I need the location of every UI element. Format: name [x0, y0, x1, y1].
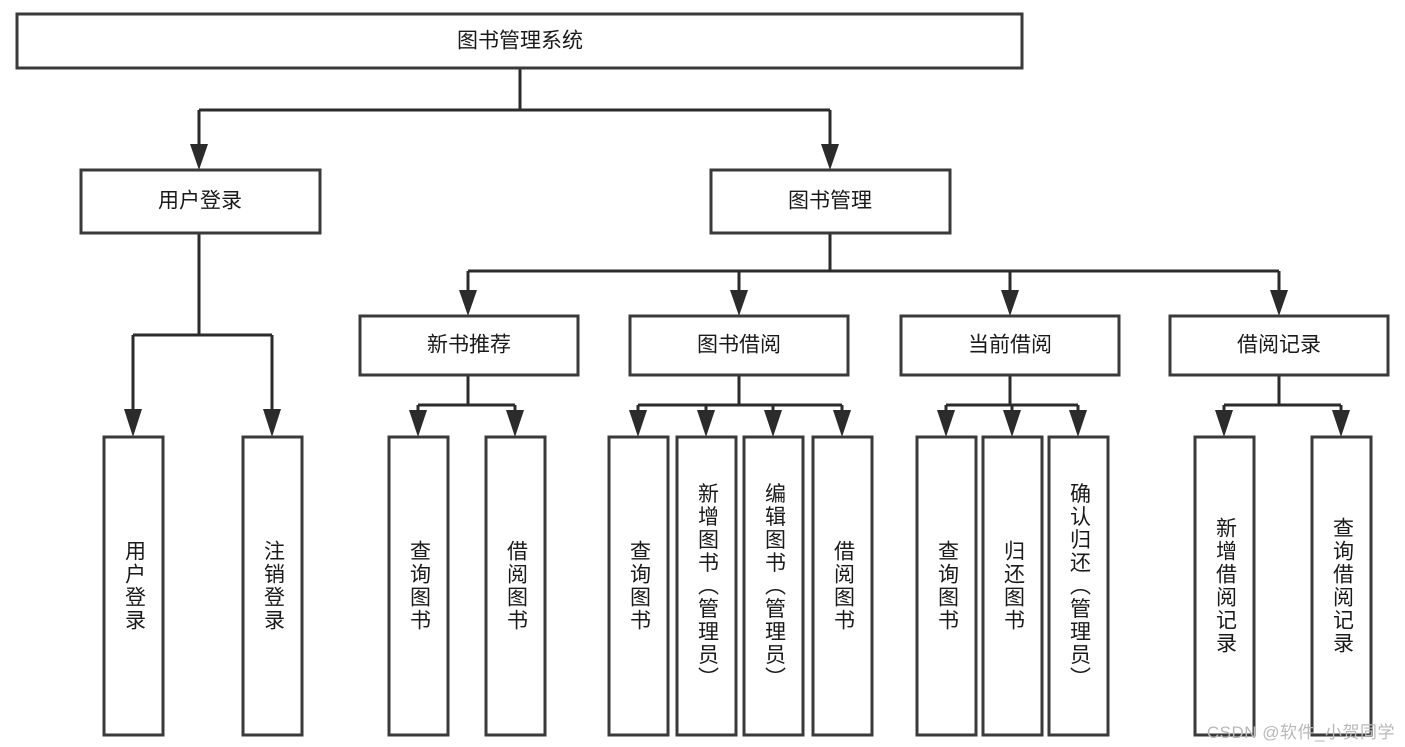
leaf-user-login-2-label: 注销登录 — [262, 540, 286, 632]
leaf-borrow-record-2-box[interactable] — [1310, 435, 1373, 737]
arrowhead-level3-4 — [1270, 290, 1288, 316]
leaf-borrow-record-2-label: 查询借阅记录 — [1331, 517, 1355, 655]
leaf-borrow-record-1-label: 新增借阅记录 — [1214, 517, 1238, 655]
arrowhead-userlogin-leaf-1 — [124, 409, 142, 437]
leaf-user-login-1[interactable]: 用户登录 — [102, 435, 165, 737]
leaf-user-login-1-label: 用户登录 — [123, 540, 147, 632]
node-current-borrow-box[interactable] — [899, 314, 1121, 377]
leaf-new-book-2-box[interactable] — [484, 435, 547, 737]
node-root[interactable]: 图书管理系统 — [15, 12, 1024, 70]
leaf-new-book-1[interactable]: 查询图书 — [387, 435, 450, 737]
node-new-book-recommend-label: 新书推荐 — [427, 334, 511, 357]
arrowhead-newbook-leaf-2 — [506, 410, 524, 437]
leaf-book-borrow-2-box[interactable] — [675, 435, 738, 737]
arrowhead-record-leaf-1 — [1215, 410, 1233, 437]
leaf-new-book-1-box[interactable] — [387, 435, 450, 737]
leaf-book-borrow-2-label: 新增图书（管理员） — [696, 483, 720, 690]
leaf-book-borrow-4[interactable]: 借阅图书 — [811, 435, 874, 737]
node-book-borrow-label: 图书借阅 — [697, 334, 781, 357]
leaf-book-borrow-4-box[interactable] — [811, 435, 874, 737]
arrowhead-borrow-leaf-3 — [764, 410, 782, 437]
leaf-user-login-2[interactable]: 注销登录 — [241, 435, 304, 737]
node-book-management-label: 图书管理 — [788, 190, 872, 213]
leaf-current-borrow-3-label: 确认归还（管理员） — [1068, 483, 1092, 690]
leaf-book-borrow-1-box[interactable] — [607, 435, 670, 737]
arrowhead-user-login — [190, 144, 208, 170]
leaf-book-borrow-3-label: 编辑图书（管理员） — [763, 483, 787, 690]
leaf-user-login-1-box[interactable] — [102, 435, 165, 737]
leaf-book-borrow-3[interactable]: 编辑图书（管理员） — [742, 435, 805, 737]
arrowhead-borrow-leaf-4 — [833, 410, 851, 437]
arrowhead-level3-1 — [459, 290, 477, 316]
arrowhead-borrow-leaf-2 — [697, 410, 715, 437]
node-new-book-recommend-box[interactable] — [358, 314, 580, 377]
node-current-borrow[interactable]: 当前借阅 — [899, 314, 1121, 377]
arrowhead-newbook-leaf-1 — [409, 410, 427, 437]
leaf-new-book-1-label: 查询图书 — [408, 540, 432, 632]
node-new-book-recommend[interactable]: 新书推荐 — [358, 314, 580, 377]
node-borrow-record-box[interactable] — [1168, 314, 1390, 377]
node-root-label: 图书管理系统 — [457, 30, 583, 53]
leaf-book-borrow-4-label: 借阅图书 — [832, 540, 856, 632]
leaf-book-borrow-2[interactable]: 新增图书（管理员） — [675, 435, 738, 737]
leaf-book-borrow-1-label: 查询图书 — [628, 540, 652, 632]
arrowhead-current-leaf-2 — [1003, 410, 1021, 437]
leaf-borrow-record-2[interactable]: 查询借阅记录 — [1310, 435, 1373, 737]
node-book-borrow-box[interactable] — [628, 314, 850, 377]
leaf-book-borrow-3-box[interactable] — [742, 435, 805, 737]
node-book-management-box[interactable] — [709, 168, 952, 235]
node-current-borrow-label: 当前借阅 — [968, 334, 1052, 357]
leaf-borrow-record-1[interactable]: 新增借阅记录 — [1193, 435, 1256, 737]
leaf-current-borrow-1[interactable]: 查询图书 — [915, 435, 978, 737]
arrowhead-record-leaf-2 — [1332, 410, 1350, 437]
leaf-borrow-record-1-box[interactable] — [1193, 435, 1256, 737]
leaf-new-book-2-label: 借阅图书 — [505, 540, 529, 632]
node-book-borrow[interactable]: 图书借阅 — [628, 314, 850, 377]
leaf-current-borrow-1-label: 查询图书 — [936, 540, 960, 632]
arrowhead-level3-3 — [1001, 290, 1019, 316]
leaf-current-borrow-3-box[interactable] — [1047, 435, 1110, 737]
node-user-login[interactable]: 用户登录 — [79, 168, 322, 235]
node-borrow-record[interactable]: 借阅记录 — [1168, 314, 1390, 377]
connector-layer — [124, 68, 1350, 437]
leaf-current-borrow-2-box[interactable] — [981, 435, 1044, 737]
node-borrow-record-label: 借阅记录 — [1237, 334, 1321, 357]
node-book-management[interactable]: 图书管理 — [709, 168, 952, 235]
arrowhead-current-leaf-3 — [1069, 410, 1087, 437]
leaf-current-borrow-3[interactable]: 确认归还（管理员） — [1047, 435, 1110, 737]
arrowhead-book-mgmt — [821, 144, 839, 170]
arrowhead-level3-2 — [730, 290, 748, 316]
leaf-new-book-2[interactable]: 借阅图书 — [484, 435, 547, 737]
leaf-current-borrow-1-box[interactable] — [915, 435, 978, 737]
node-root-box[interactable] — [15, 12, 1024, 70]
node-user-login-box[interactable] — [79, 168, 322, 235]
node-user-login-label: 用户登录 — [158, 190, 242, 213]
arrowhead-current-leaf-1 — [937, 410, 955, 437]
leaf-user-login-2-box[interactable] — [241, 435, 304, 737]
leaf-current-borrow-2-label: 归还图书 — [1002, 540, 1026, 632]
arrowhead-borrow-leaf-1 — [629, 410, 647, 437]
leaf-book-borrow-1[interactable]: 查询图书 — [607, 435, 670, 737]
arrowhead-userlogin-leaf-2 — [263, 409, 281, 437]
leaf-current-borrow-2[interactable]: 归还图书 — [981, 435, 1044, 737]
watermark: CSDN @软件_小贺同学 — [1206, 723, 1395, 742]
